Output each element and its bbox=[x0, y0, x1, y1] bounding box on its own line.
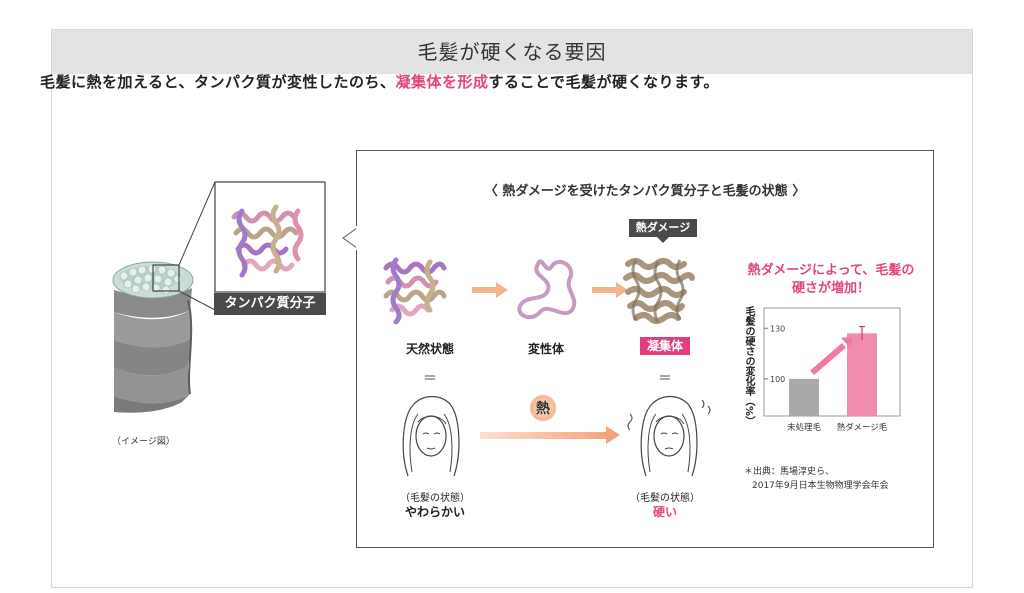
x-category-label: 熱ダメージ毛 bbox=[837, 422, 888, 433]
chart-plot-area bbox=[763, 307, 901, 417]
diagram-title: 〈 熱ダメージを受けたタンパク質分子と毛髪の状態 〉 bbox=[484, 184, 806, 199]
heat-circle bbox=[530, 395, 556, 421]
equals-sign-left: ＝ bbox=[423, 371, 437, 387]
increase-arrow-head bbox=[840, 337, 853, 349]
source-note-line-2: 2017年9月日本生物物理学会年会 bbox=[752, 481, 889, 491]
hard-state-caption: （毛髪の状態） bbox=[630, 493, 700, 504]
molecule-label: タンパク質分子 bbox=[214, 293, 326, 315]
chart-title: 熱ダメージによって、毛髪の硬さが増加！ bbox=[747, 263, 915, 296]
state-native-label: 天然状態 bbox=[405, 342, 454, 356]
soft-hair-face-illustration bbox=[402, 395, 460, 477]
hardness-chart: 100 130 未処理毛 熱ダメージ毛 bbox=[763, 307, 901, 433]
y-tick-label: 100 bbox=[770, 375, 785, 384]
heat-damage-tag-pointer bbox=[657, 237, 669, 243]
protein-state-sequence bbox=[383, 257, 695, 325]
lead-sentence: 毛髪に熱を加えると、タンパク質が変性したのち、凝集体を形成することで毛髪が硬くな… bbox=[40, 71, 719, 92]
hard-state-value: 硬い bbox=[652, 505, 677, 519]
molecule-zoom-box bbox=[214, 181, 326, 293]
bar-2 bbox=[847, 333, 877, 416]
state-denatured-label: 変性体 bbox=[527, 342, 564, 356]
heat-damage-tag: 熱ダメージ bbox=[629, 219, 697, 237]
lead-text-highlight: 凝集体を形成 bbox=[395, 73, 489, 91]
heat-arrow bbox=[480, 432, 608, 439]
x-category-label: 未処理毛 bbox=[787, 422, 822, 433]
soft-state-caption: （毛髪の状態） bbox=[400, 493, 470, 504]
panel-pointer bbox=[342, 226, 360, 250]
chart-y-axis-label: 毛髪の硬さの変化率（%） bbox=[743, 306, 754, 427]
hair-section-illustration bbox=[112, 181, 216, 413]
heat-label: 熱 bbox=[536, 401, 550, 417]
source-note-line-1: ＊出典：馬場淳史ら、 bbox=[744, 467, 835, 477]
y-tick-label: 130 bbox=[770, 324, 785, 333]
state-aggregate-label: 凝集体 bbox=[640, 337, 690, 355]
hard-hair-face-illustration bbox=[627, 395, 711, 477]
header-bar: 毛髪が硬くなる要因 bbox=[52, 30, 972, 74]
source-note: ＊出典：馬場淳史ら、 2017年9月日本生物物理学会年会 bbox=[744, 465, 889, 493]
increase-arrow bbox=[810, 343, 846, 376]
denatured-molecule bbox=[517, 259, 577, 320]
page-title: 毛髪が硬くなる要因 bbox=[417, 40, 607, 64]
bar-1 bbox=[789, 378, 819, 416]
image-note: （イメージ図） bbox=[112, 437, 175, 447]
lead-text-before: 毛髪に熱を加えると、タンパク質が変性したのち、 bbox=[40, 73, 396, 91]
lead-text-after: することで毛髪が硬くなります。 bbox=[488, 73, 720, 91]
equals-sign-right: ＝ bbox=[658, 371, 672, 387]
heat-transition bbox=[480, 395, 620, 444]
soft-state-value: やわらかい bbox=[404, 505, 465, 519]
native-molecule bbox=[383, 257, 447, 325]
